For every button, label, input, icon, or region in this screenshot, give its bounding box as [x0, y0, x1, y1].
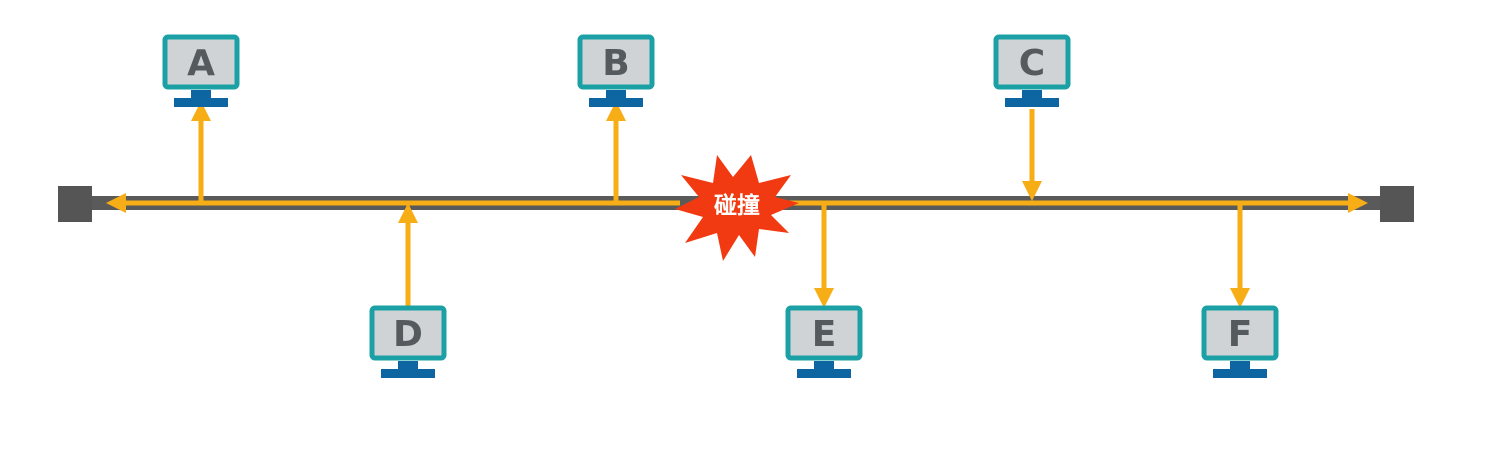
monitor-base	[1005, 98, 1059, 107]
computer-a: A	[162, 34, 240, 107]
monitor-screen	[162, 34, 240, 90]
monitor-screen	[1201, 305, 1279, 361]
computer-label: E	[812, 314, 837, 355]
signal-paths	[106, 101, 1368, 308]
monitor-neck	[814, 361, 834, 369]
computer-c: C	[993, 34, 1071, 107]
monitor-neck	[1022, 90, 1042, 98]
monitor-base	[797, 369, 851, 378]
computers: A B C D E F	[162, 34, 1279, 378]
collision-burst: 碰撞	[675, 155, 799, 261]
computer-label: F	[1228, 314, 1253, 355]
monitor-neck	[191, 90, 211, 98]
monitor-screen	[785, 305, 863, 361]
left-terminator	[58, 186, 92, 222]
computer-label: B	[602, 43, 629, 84]
computer-label: C	[1019, 43, 1045, 84]
collision-label: 碰撞	[714, 192, 760, 219]
computer-b: B	[577, 34, 655, 107]
computer-label: D	[393, 314, 423, 355]
right-terminator	[1380, 186, 1414, 222]
monitor-neck	[398, 361, 418, 369]
monitor-screen	[369, 305, 447, 361]
monitor-base	[174, 98, 228, 107]
computer-e: E	[785, 305, 863, 378]
monitor-base	[381, 369, 435, 378]
monitor-screen	[577, 34, 655, 90]
computer-f: F	[1201, 305, 1279, 378]
computer-d: D	[369, 305, 447, 378]
monitor-base	[589, 98, 643, 107]
monitor-neck	[606, 90, 626, 98]
monitor-base	[1213, 369, 1267, 378]
monitor-screen	[993, 34, 1071, 90]
collision-burst-shape	[675, 155, 799, 261]
computer-label: A	[187, 43, 215, 84]
monitor-neck	[1230, 361, 1250, 369]
